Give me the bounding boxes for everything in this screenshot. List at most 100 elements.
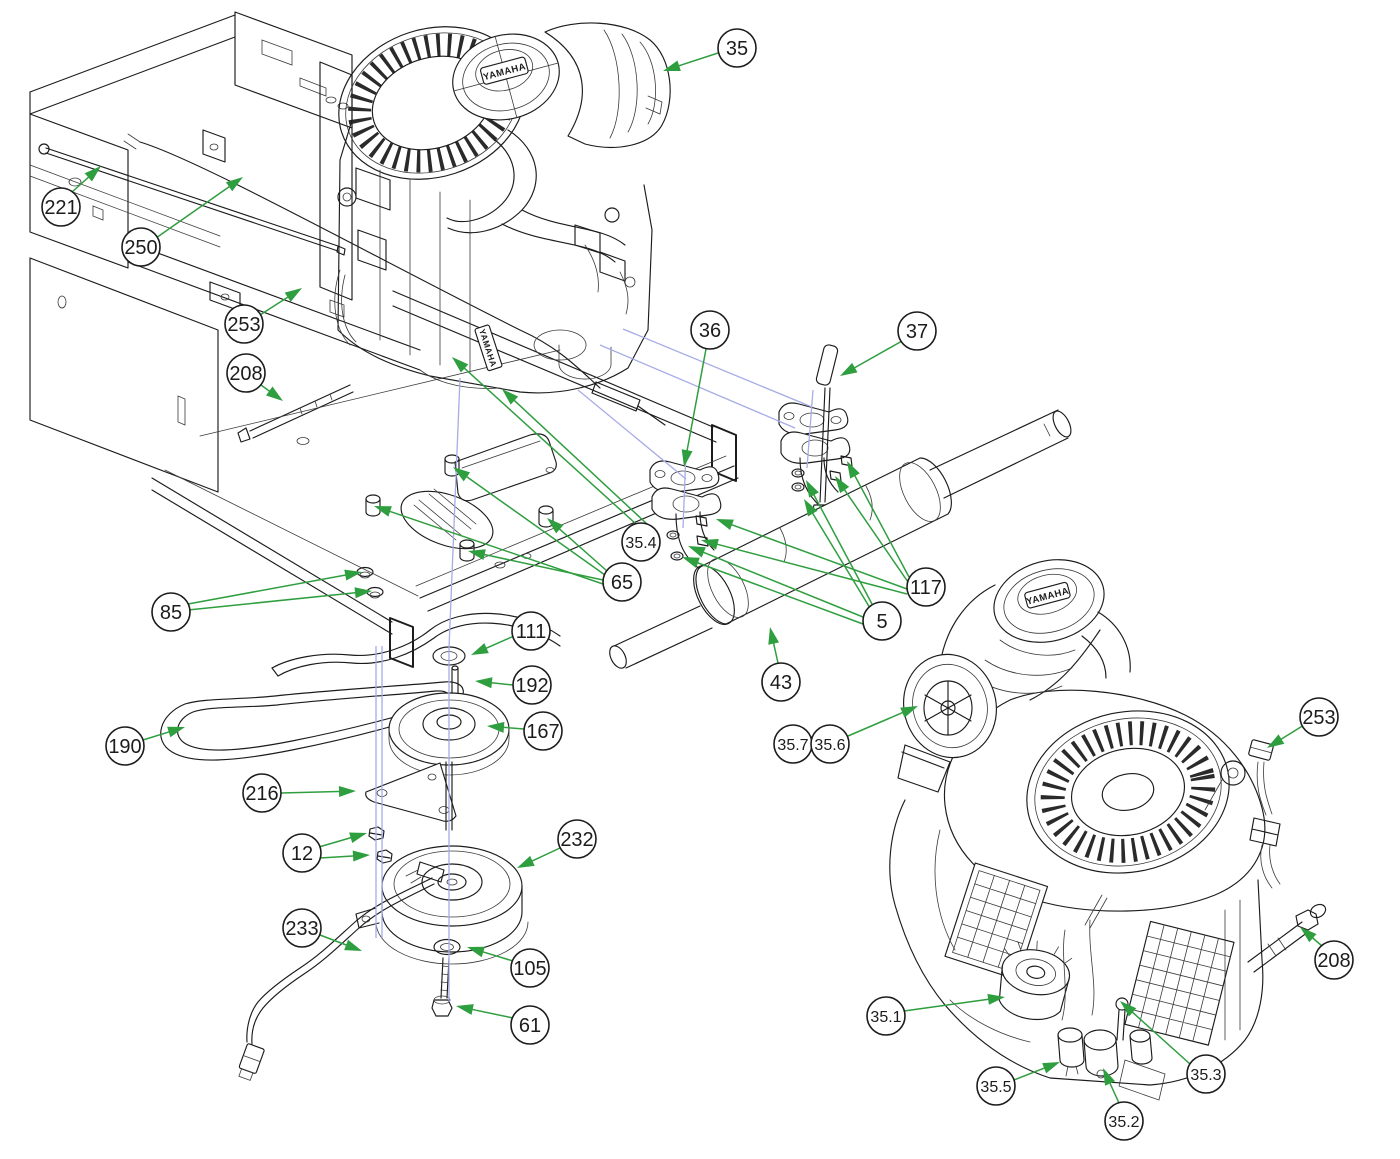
callout-number-85: 85: [160, 602, 182, 624]
callout-number-35.7: 35.7: [777, 737, 808, 754]
leader-line: [1107, 1079, 1120, 1104]
frame-plugs: [356, 566, 384, 599]
leader-arrowhead: [517, 855, 535, 868]
callout-number-35.2: 35.2: [1108, 1114, 1139, 1131]
leader-line: [727, 522, 908, 590]
chassis-frame: [29, 11, 666, 493]
leader-line: [71, 174, 92, 193]
callout-number-221: 221: [44, 197, 77, 219]
callout-balloon-105: [510, 948, 550, 988]
leader-line: [318, 835, 355, 848]
leader-arrowhead: [225, 177, 243, 192]
leader-line: [142, 730, 173, 741]
leader-arrowhead: [468, 549, 486, 560]
alignment-lines-layer: [375, 328, 814, 1002]
leader-line: [811, 491, 873, 605]
air-cleaner-rear: YAMAHA: [897, 559, 1131, 793]
leader-arrowhead: [354, 587, 372, 599]
callout-number-167: 167: [526, 721, 559, 743]
clutch-harness: [238, 877, 435, 1081]
leader-line: [841, 486, 909, 583]
callout-number-36: 36: [699, 320, 721, 342]
callout-number-43: 43: [770, 672, 792, 694]
callout-balloon-36: [690, 310, 730, 350]
leader-arrowhead: [1267, 734, 1285, 748]
exhaust-elbow-right: [778, 402, 856, 519]
leader-line: [1013, 1066, 1049, 1081]
callout-number-35.5: 35.5: [980, 1079, 1011, 1096]
leader-arrowhead: [1042, 1062, 1060, 1074]
leader-arrowhead: [167, 726, 185, 738]
alignment-line: [577, 389, 687, 480]
leader-line: [847, 710, 907, 737]
leader-line: [259, 294, 292, 316]
leader-arrowhead: [840, 362, 858, 376]
leader-arrowhead: [266, 386, 283, 401]
callout-balloon-117: [906, 567, 946, 607]
leader-line: [386, 509, 604, 585]
callout-balloon-221: [41, 187, 81, 227]
alignment-line: [599, 344, 796, 429]
callout-balloon-111: [511, 611, 551, 651]
callout-number-37: 37: [906, 321, 928, 343]
callout-balloon-43: [761, 662, 801, 702]
leader-line: [1277, 724, 1305, 742]
air-cleaner-housing: [544, 22, 671, 148]
leader-arrowhead: [471, 643, 489, 655]
leader-line: [675, 52, 719, 68]
oil-fitting: [1115, 997, 1153, 1065]
callout-number-208: 208: [1317, 950, 1350, 972]
callout-balloon-35.3: [1186, 1054, 1226, 1094]
leader-line: [693, 560, 864, 625]
leader-line: [280, 790, 344, 794]
fuel-pump: [1083, 1029, 1119, 1079]
leader-line: [810, 509, 871, 609]
oil-filter: [998, 940, 1073, 1021]
leader-arrowhead: [847, 461, 860, 479]
engine-deck: [151, 290, 739, 677]
leader-arrowhead: [1120, 1001, 1137, 1017]
callout-balloon-190: [105, 726, 145, 766]
callout-number-117: 117: [910, 577, 942, 599]
leader-line: [479, 950, 514, 962]
leader-arrowhead: [338, 785, 356, 797]
deck-hole: [400, 488, 494, 550]
leader-line: [556, 526, 608, 572]
cooling-fan-rear: [1026, 710, 1230, 874]
leader-arrowhead: [804, 499, 818, 517]
callout-balloon-167: [523, 711, 563, 751]
callout-balloon-37: [897, 311, 937, 351]
air-cleaner-cap: YAMAHA: [452, 33, 560, 121]
callout-number-65: 65: [611, 572, 633, 594]
callout-balloon-233: [282, 908, 322, 948]
leader-line: [903, 998, 993, 1012]
throttle-cable: [123, 133, 666, 426]
callout-number-35.4: 35.4: [625, 535, 656, 552]
leader-arrowhead: [663, 60, 681, 71]
callout-balloon-85: [151, 592, 191, 632]
leader-arrowhead: [487, 721, 505, 733]
leader-line: [1129, 1009, 1191, 1065]
callout-balloon-192: [512, 665, 552, 705]
leader-arrowhead: [900, 706, 918, 718]
callout-number-111: 111: [516, 621, 546, 643]
callout-number-35.3: 35.3: [1190, 1067, 1221, 1084]
callout-number-253: 253: [1302, 707, 1335, 729]
leader-line: [499, 726, 525, 730]
callout-balloon-35.6: [810, 724, 850, 764]
leader-line: [187, 573, 350, 605]
leader-line: [319, 855, 358, 859]
deck-studs: [365, 454, 554, 562]
callout-balloon-61: [510, 1005, 550, 1045]
engine-front-view: YAMAHA YAMAHA: [329, 22, 671, 394]
callout-number-35: 35: [726, 38, 748, 60]
leader-line: [713, 542, 908, 595]
alignment-line: [682, 451, 687, 529]
leader-line: [468, 1007, 514, 1019]
cooling-fins: [1124, 920, 1235, 1046]
callout-number-208: 208: [229, 363, 262, 385]
cross-rod: [38, 143, 346, 256]
air-cleaner-emblem: [923, 680, 973, 736]
callout-number-35.6: 35.6: [814, 737, 845, 754]
